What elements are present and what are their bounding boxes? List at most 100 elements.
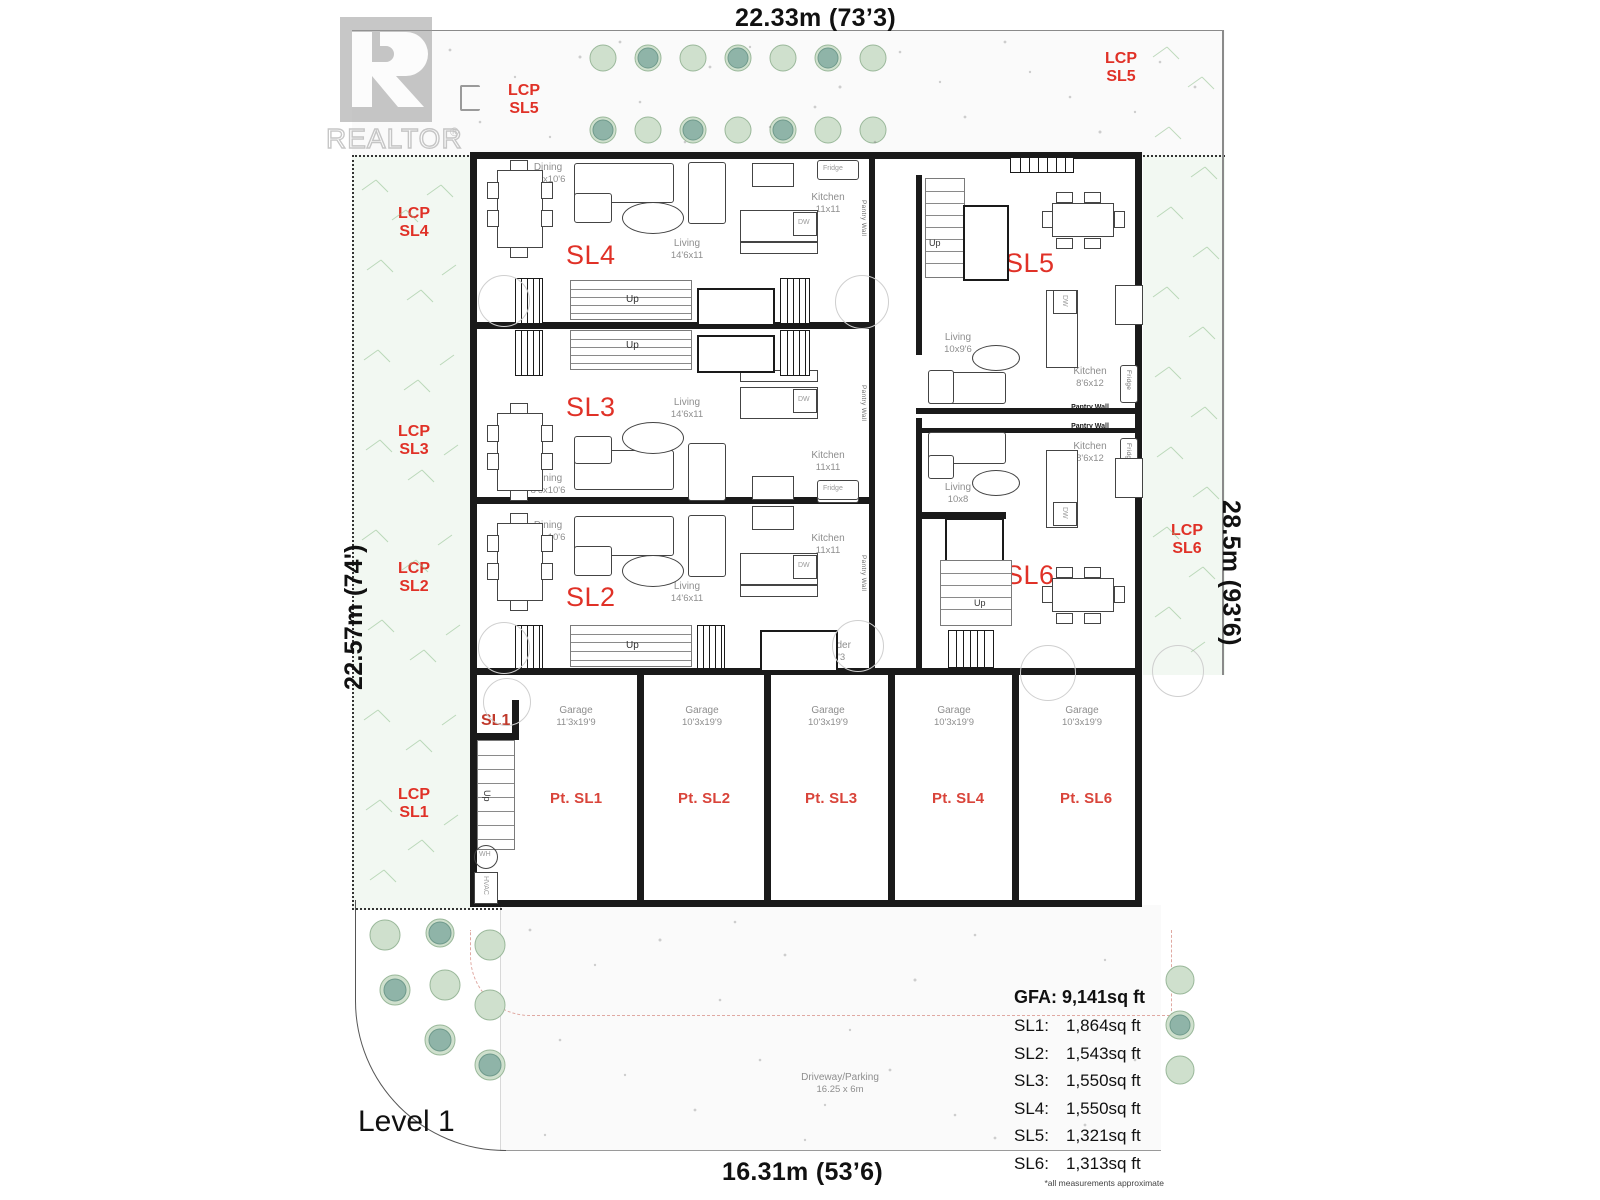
stair-up-label-sl6: Up xyxy=(974,598,986,608)
rug-sl4 xyxy=(622,202,684,234)
stove-sl3 xyxy=(752,476,794,500)
counter-sl2 xyxy=(740,585,818,597)
hvac-label: HVAC xyxy=(482,876,489,895)
legend-gfa-row: GFA: 9,141sq ft xyxy=(1014,983,1164,1012)
dining-chair xyxy=(487,563,499,580)
room-size: 10x8 xyxy=(947,494,969,505)
stair-hatch-sl3 xyxy=(515,330,543,376)
pantry-wall-sl2: Pantry Wall xyxy=(860,555,867,592)
garage-name: Garage xyxy=(1065,705,1099,716)
dining-chair xyxy=(510,160,528,171)
stair-hatch-sl6 xyxy=(948,630,994,668)
sofa-seat xyxy=(928,455,954,479)
stair-sl6 xyxy=(940,560,1012,626)
stair-sl2 xyxy=(570,625,692,667)
fridge-label-sl6: Fridge xyxy=(1125,443,1132,464)
parking-tag-3: Pt. SL3 xyxy=(805,790,858,807)
garage-label-2: Garage 10'3x19'9 xyxy=(666,705,738,728)
dining-table-sl2 xyxy=(497,523,543,601)
room-size: 11x11 xyxy=(815,204,841,215)
fridge-sl2 xyxy=(817,480,859,500)
plant-cluster-bottom-right xyxy=(1165,965,1195,1085)
lcp-sl2: LCP SL2 xyxy=(385,560,443,596)
dining-chair xyxy=(1084,238,1101,249)
dining-chair xyxy=(487,182,499,199)
lcp-sl3: LCP SL3 xyxy=(385,423,443,459)
dining-chair xyxy=(510,403,528,414)
dining-chair xyxy=(541,425,553,442)
lcp-line1: LCP xyxy=(1171,522,1203,539)
room-label-sl4-living: Living 14'6x11 xyxy=(651,238,723,261)
dw-label-sl6: DW xyxy=(1061,507,1068,519)
legend-value: 1,543sq ft xyxy=(1066,1043,1141,1063)
legend-value: 1,321sq ft xyxy=(1066,1126,1141,1146)
rug-sl5 xyxy=(972,345,1020,371)
door-arc-sl2-mid xyxy=(832,620,884,672)
room-label-sl2-living: Living 14'6x11 xyxy=(651,581,723,604)
site-boundary-left xyxy=(352,155,354,910)
stair-up-label-sl2: Up xyxy=(626,640,639,651)
legend-key: SL6: xyxy=(1014,1153,1049,1173)
dining-chair xyxy=(541,210,553,227)
dining-chair xyxy=(487,453,499,470)
dining-chair xyxy=(1042,211,1053,228)
hvac-unit xyxy=(474,872,498,904)
lcp-line2: SL2 xyxy=(399,577,429,595)
powder-room-sl3 xyxy=(697,335,775,373)
room-label-sl3-dining: Dining 8'6x10'6 xyxy=(512,473,584,496)
room-size: 8'6x10'6 xyxy=(530,485,566,496)
pantry-wall-sl5: Pantry Wall xyxy=(1071,404,1109,411)
dining-table-sl6 xyxy=(1052,578,1114,612)
door-arc-sl2-left xyxy=(478,622,530,674)
garage-label-4: Garage 10'3x19'9 xyxy=(918,705,990,728)
wall-sl5-sl6-party2 xyxy=(916,428,1142,433)
svg-text:®: ® xyxy=(450,125,459,139)
room-label-sl2-kitchen: Kitchen 11x11 xyxy=(796,533,860,556)
unit-tag-sl3: SL3 xyxy=(566,392,616,422)
wall-pantry-spine xyxy=(869,152,875,668)
lcp-line1: LCP xyxy=(1105,50,1137,67)
legend-key: SL2: xyxy=(1014,1043,1049,1063)
room-label-sl4-dining: Dining 8'6x10'6 xyxy=(512,162,584,185)
room-name: Kitchen xyxy=(1073,366,1107,377)
garage-label-5: Garage 10'3x19'9 xyxy=(1046,705,1118,728)
site-boundary-topline xyxy=(352,30,1224,31)
site-marker-icon xyxy=(460,85,480,111)
wall-exterior-top xyxy=(470,152,1142,159)
pantry-wall-sl4: Pantry Wall xyxy=(860,200,867,237)
legend-row-sl2: SL2: 1,543sq ft xyxy=(1014,1040,1164,1068)
stove-sl4 xyxy=(752,163,794,187)
lcp-sl4: LCP SL4 xyxy=(385,205,443,241)
dishwasher-sl3 xyxy=(793,389,817,413)
dining-chair xyxy=(487,425,499,442)
lcp-sl5-right: LCP SL5 xyxy=(1092,50,1150,86)
legend-key: SL3: xyxy=(1014,1071,1049,1091)
room-label-sl3-kitchen: Kitchen 11x11 xyxy=(796,450,860,473)
counter-sl4 xyxy=(740,242,818,254)
legend-row-sl6: SL6:1,313sq ft xyxy=(1014,1150,1164,1178)
garage-size: 10'3x19'9 xyxy=(807,717,849,728)
wall-garage-div-1 xyxy=(637,672,644,907)
unit-tag-sl4: SL4 xyxy=(566,240,616,270)
fridge-label-sl5: Fridge xyxy=(1125,370,1132,391)
legend-key: SL5: xyxy=(1014,1126,1049,1146)
driveway-label: Driveway/Parking 16.25 x 6m xyxy=(775,1072,905,1095)
powder-room-sl2 xyxy=(760,630,838,672)
dining-chair xyxy=(510,513,528,524)
room-size: 8'6x12 xyxy=(1076,378,1104,389)
gravel-texture-bottom xyxy=(528,920,1137,1142)
gravel-texture-top xyxy=(448,40,1197,144)
dw-label-sl3: DW xyxy=(798,396,810,403)
legend-value: 1,864sq ft xyxy=(1066,1016,1141,1036)
dining-chair xyxy=(1084,192,1101,203)
room-name: Dining xyxy=(533,520,563,531)
room-size: 11x11 xyxy=(815,545,841,556)
dining-chair xyxy=(1114,586,1125,603)
lcp-line2: SL5 xyxy=(1106,67,1136,85)
garage-size: 10'3x19'9 xyxy=(681,717,723,728)
dining-chair xyxy=(487,535,499,552)
legend-value: 1,550sq ft xyxy=(1066,1071,1141,1091)
room-name: Living xyxy=(673,581,701,592)
pantry-wall-sl3: Pantry Wall xyxy=(860,385,867,422)
dining-chair xyxy=(510,247,528,258)
